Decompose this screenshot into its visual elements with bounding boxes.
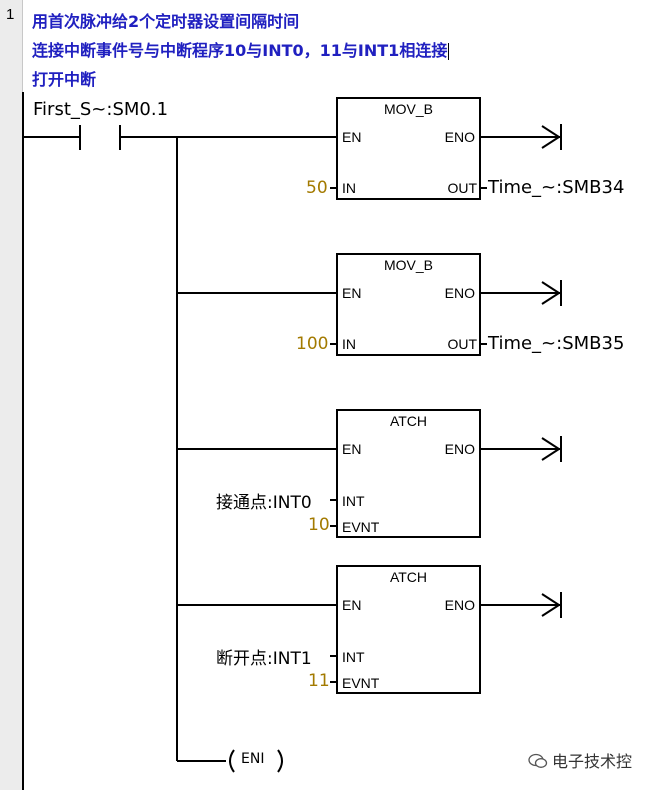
text-cursor <box>448 43 450 60</box>
rung-number: 1 <box>6 6 15 23</box>
block-title: ATCH <box>389 413 428 429</box>
pin-int: INT <box>342 493 365 509</box>
eno-arrow-1 <box>541 125 561 149</box>
rung-comment-line-2[interactable]: 连接中断事件号与中断程序10与INT0，11与INT1相连接 <box>32 37 450 61</box>
out-value-2[interactable]: Time_~:SMB35 <box>488 333 625 354</box>
in-value-2[interactable]: 100 <box>296 334 329 354</box>
pin-int: INT <box>342 649 365 665</box>
contact-label[interactable]: First_S~:SM0.1 <box>33 99 169 120</box>
mov-b-block-1[interactable]: MOV_B EN ENO IN OUT <box>336 97 481 200</box>
rung-comment-line-1[interactable]: 用首次脉冲给2个定时器设置间隔时间 <box>32 12 300 31</box>
eno-arrow-4 <box>541 593 561 617</box>
atch-block-1[interactable]: ATCH EN ENO INT EVNT <box>336 409 481 538</box>
pin-eno: ENO <box>444 285 475 301</box>
eni-coil-label[interactable]: ENI <box>241 751 265 767</box>
eno-arrow-3 <box>541 437 561 461</box>
pin-eno: ENO <box>444 597 475 613</box>
rung-comment-line-3[interactable]: 打开中断 <box>32 70 97 89</box>
int-value-1[interactable]: 接通点:INT0 <box>216 493 312 513</box>
pin-en: EN <box>342 597 362 613</box>
watermark: 电子技术控 <box>528 748 632 773</box>
watermark-text: 电子技术控 <box>552 752 633 771</box>
rung-comment-line-2-text: 连接中断事件号与中断程序10与INT0，11与INT1相连接 <box>32 41 448 60</box>
evnt-value-2[interactable]: 11 <box>308 671 330 691</box>
pin-in: IN <box>342 180 356 196</box>
eno-arrow-2 <box>541 281 561 305</box>
int-value-2[interactable]: 断开点:INT1 <box>216 649 312 669</box>
wechat-icon <box>528 753 548 773</box>
pin-eno: ENO <box>444 129 475 145</box>
atch-block-2[interactable]: ATCH EN ENO INT EVNT <box>336 565 481 694</box>
out-value-1[interactable]: Time_~:SMB34 <box>488 177 625 198</box>
pin-en: EN <box>342 285 362 301</box>
pin-en: EN <box>342 441 362 457</box>
pin-en: EN <box>342 129 362 145</box>
mov-b-block-2[interactable]: MOV_B EN ENO IN OUT <box>336 253 481 356</box>
pin-evnt: EVNT <box>342 675 380 691</box>
coil-right-paren <box>277 749 283 773</box>
block-title: MOV_B <box>383 257 433 273</box>
coil-left-paren <box>229 749 235 773</box>
pin-out: OUT <box>447 180 477 196</box>
block-title: MOV_B <box>383 101 433 117</box>
in-value-1[interactable]: 50 <box>306 178 328 198</box>
block-title: ATCH <box>389 569 428 585</box>
evnt-value-1[interactable]: 10 <box>308 515 330 535</box>
pin-evnt: EVNT <box>342 519 380 535</box>
pin-in: IN <box>342 336 356 352</box>
pin-out: OUT <box>447 336 477 352</box>
pin-eno: ENO <box>444 441 475 457</box>
